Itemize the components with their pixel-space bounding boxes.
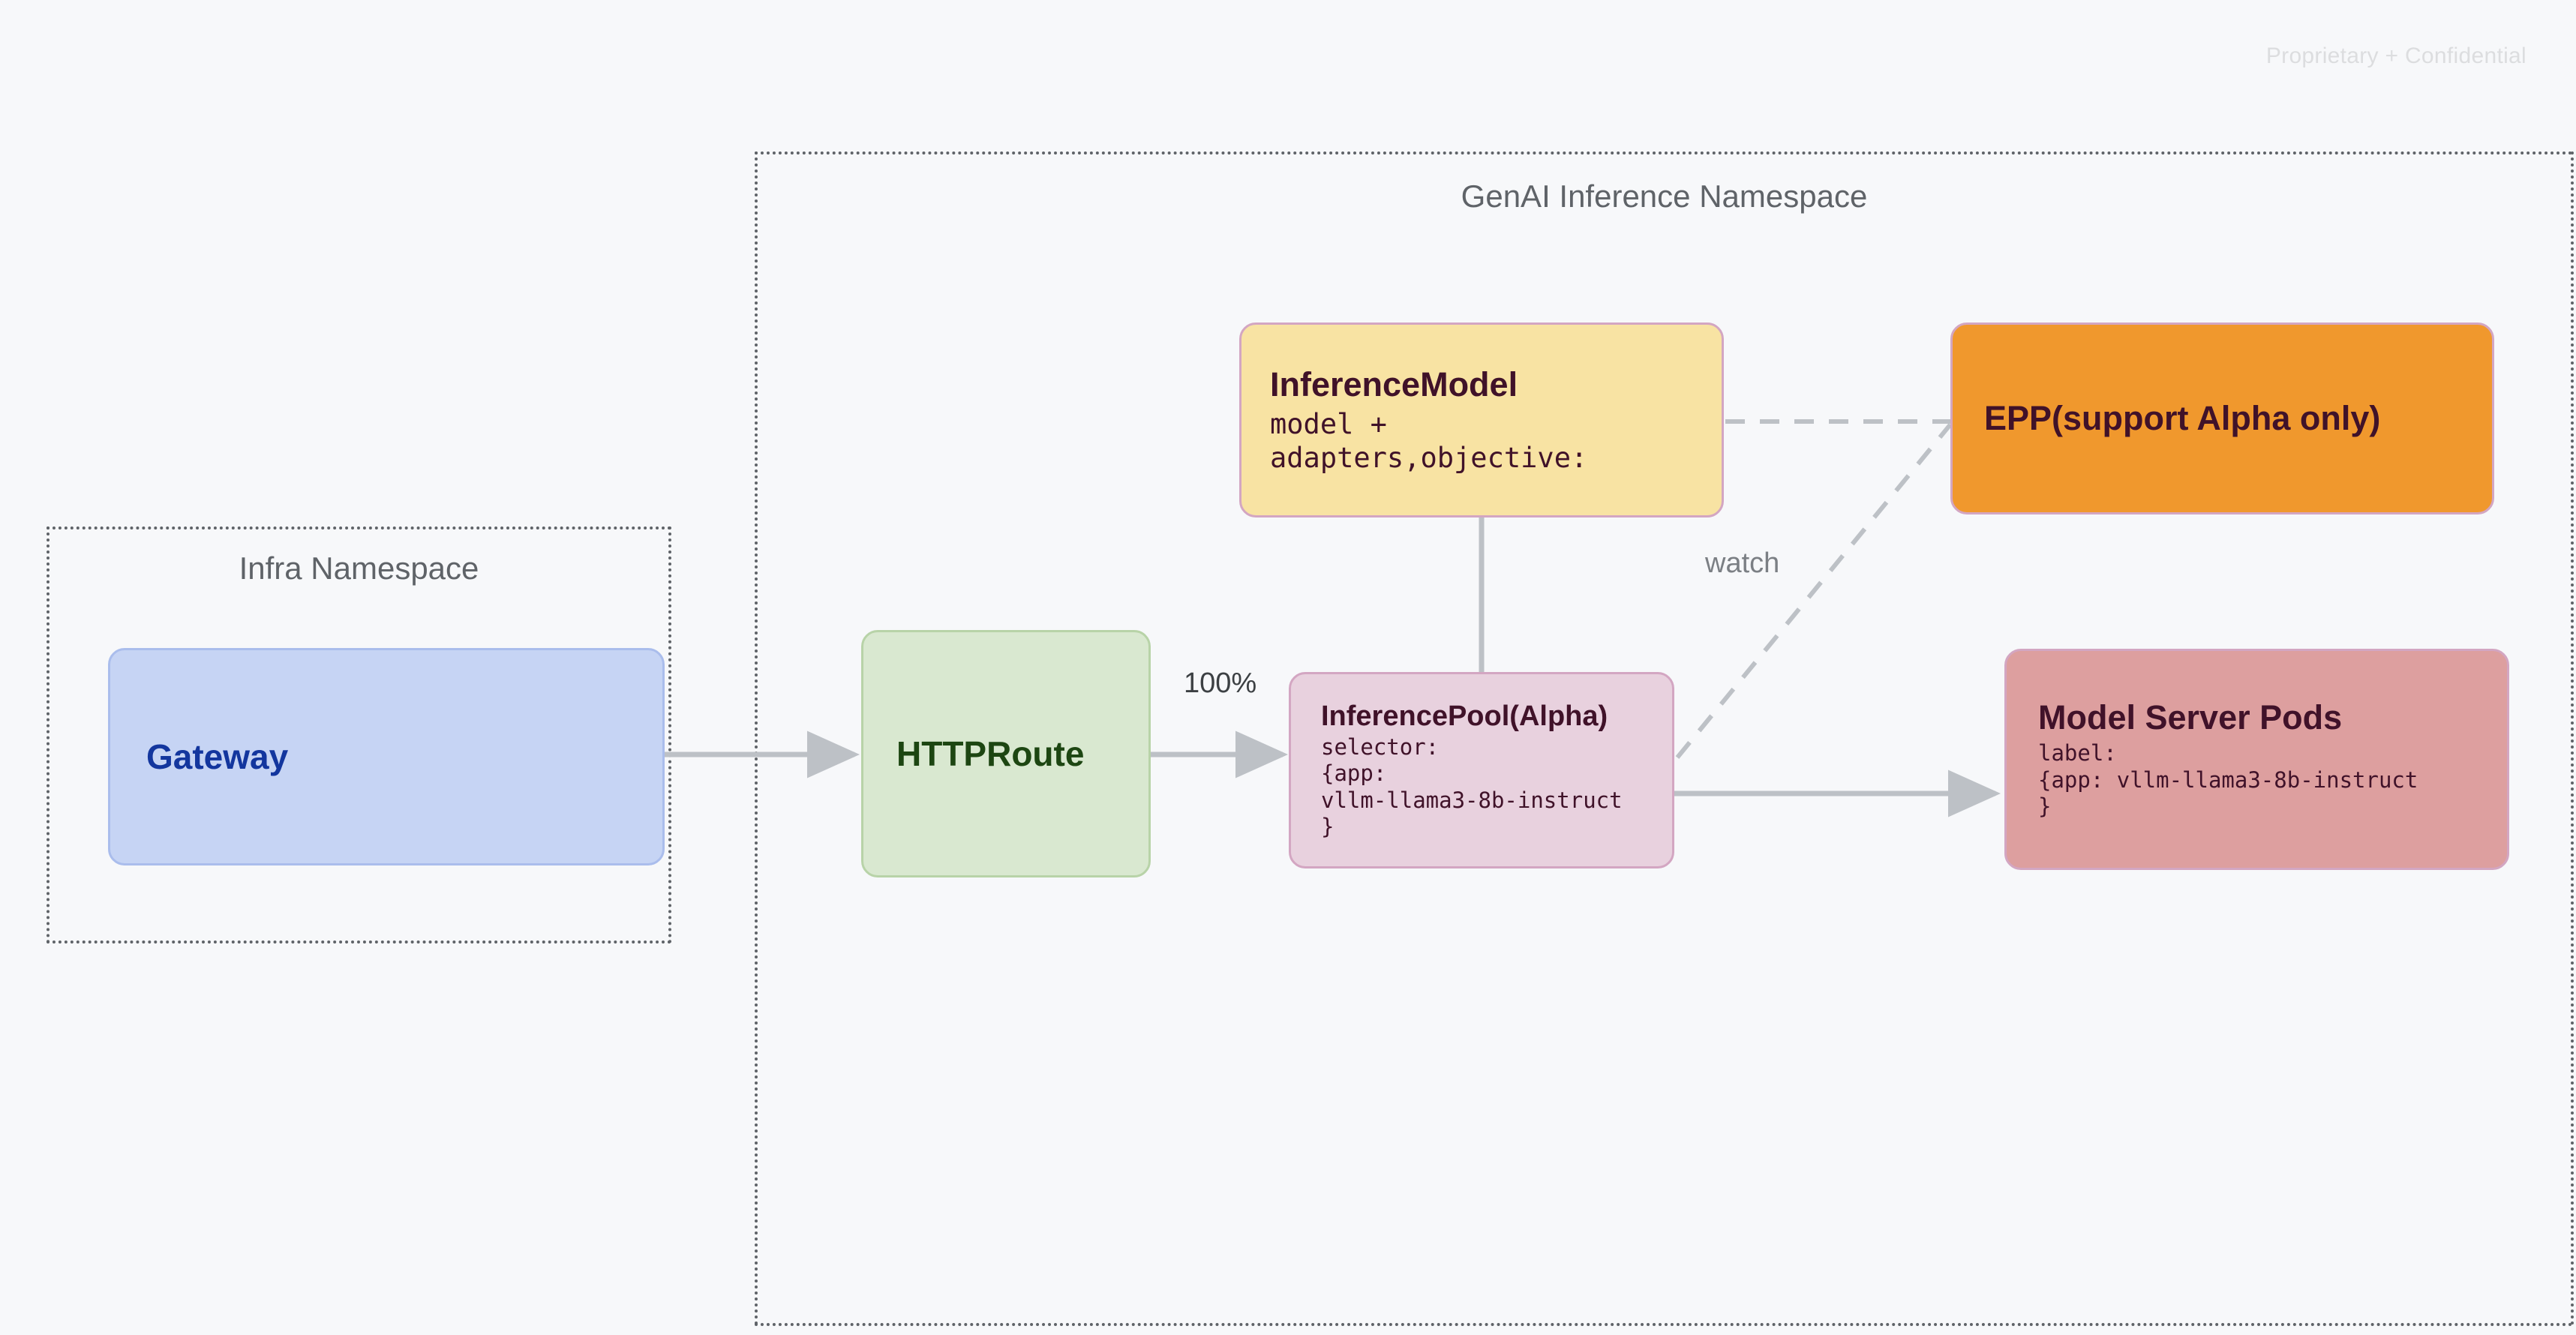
node-inference-model[interactable]: InferenceModel model + adapters,objectiv… — [1239, 322, 1724, 518]
node-gateway[interactable]: Gateway — [108, 648, 665, 866]
edge-label-traffic-split: 100% — [1184, 668, 1257, 699]
node-inference-pool[interactable]: InferencePool(Alpha) selector: {app: vll… — [1289, 672, 1674, 868]
inference-pool-spec: selector: {app: vllm-llama3-8b-instruct … — [1321, 734, 1623, 839]
inference-pool-title: InferencePool(Alpha) — [1321, 700, 1608, 732]
model-server-pods-title: Model Server Pods — [2038, 698, 2343, 737]
infra-namespace-frame — [47, 526, 671, 944]
genai-namespace-title: GenAI Inference Namespace — [1461, 178, 1868, 214]
node-httproute[interactable]: HTTPRoute — [861, 630, 1151, 878]
confidentiality-watermark: Proprietary + Confidential — [2265, 44, 2526, 68]
genai-namespace-frame — [755, 152, 2574, 1326]
edge-label-watch: watch — [1705, 548, 1780, 579]
gateway-title: Gateway — [146, 737, 289, 776]
infra-namespace-title: Infra Namespace — [239, 550, 479, 586]
epp-title: EPP(support Alpha only) — [1984, 399, 2381, 437]
node-epp[interactable]: EPP(support Alpha only) — [1950, 322, 2494, 514]
node-model-server-pods[interactable]: Model Server Pods label: {app: vllm-llam… — [2004, 649, 2509, 870]
httproute-title: HTTPRoute — [896, 734, 1085, 773]
inference-model-title: InferenceModel — [1270, 364, 1518, 404]
model-server-pods-spec: label: {app: vllm-llama3-8b-instruct } — [2038, 740, 2418, 820]
inference-model-spec: model + adapters,objective: — [1270, 407, 1588, 474]
